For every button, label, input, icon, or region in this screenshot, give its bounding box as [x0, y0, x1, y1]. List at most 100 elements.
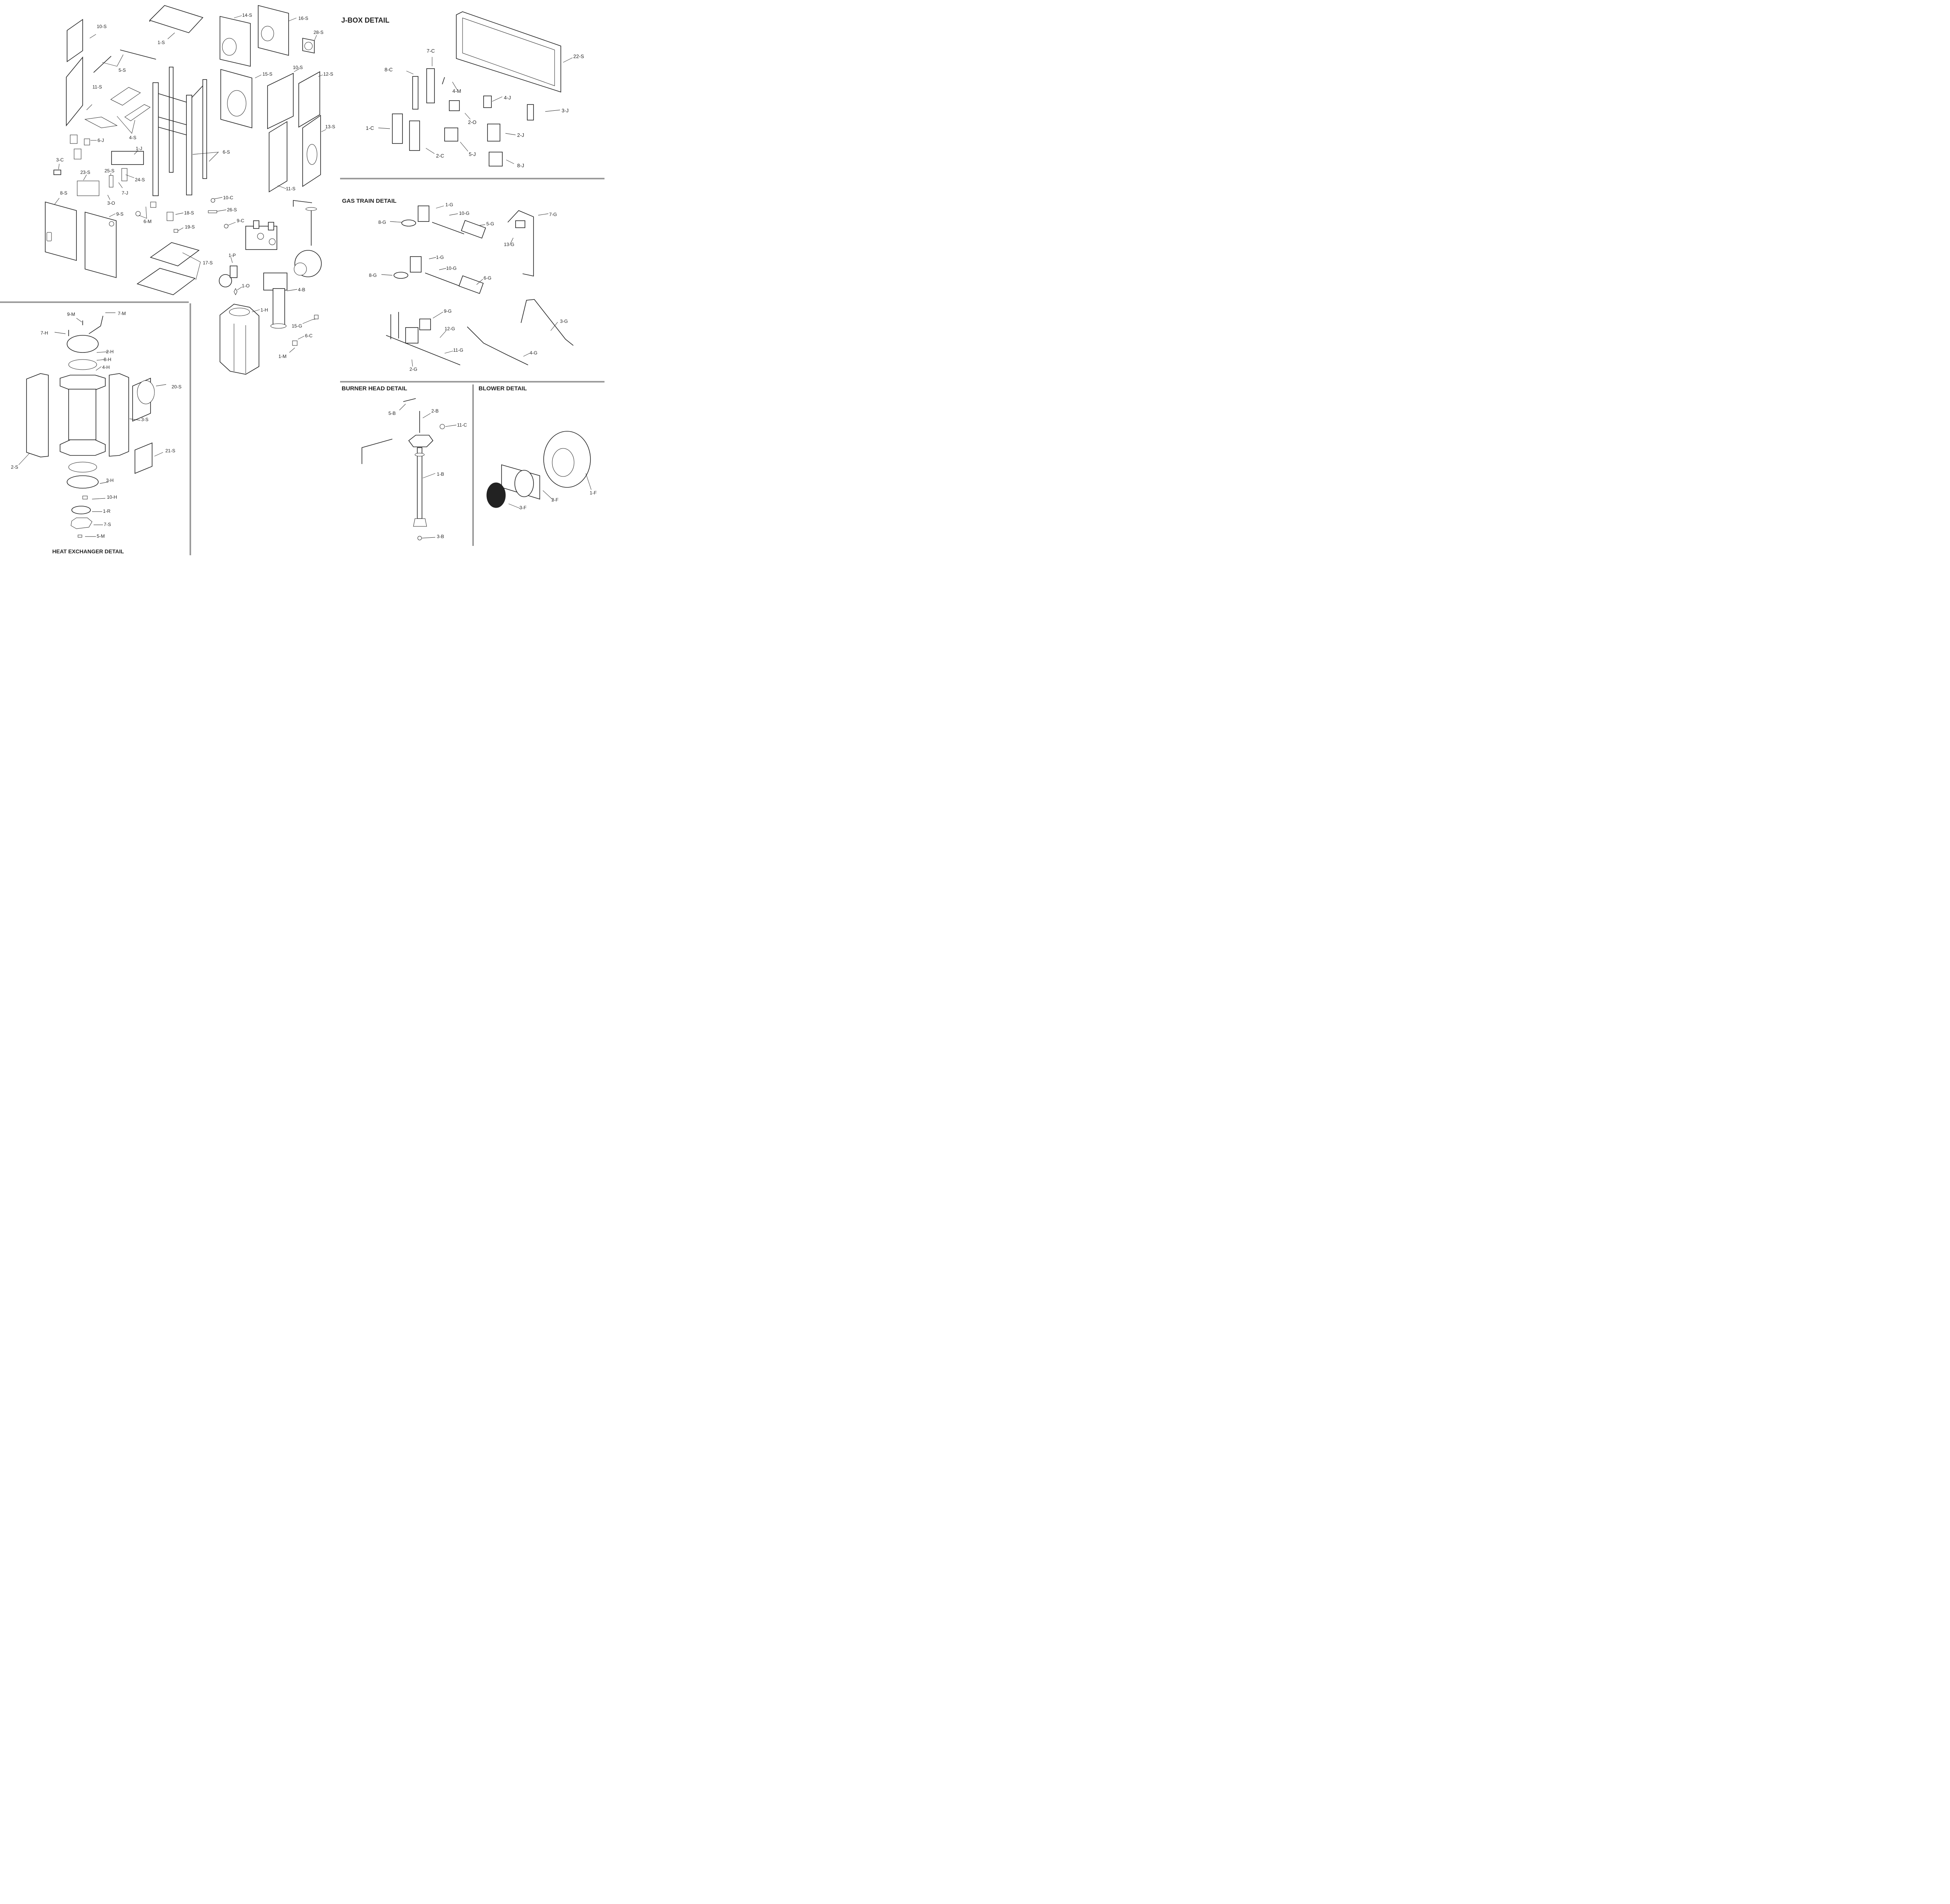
part-4-H [60, 375, 106, 456]
part-label: 1-S [158, 40, 165, 45]
part-label: 1-O [242, 283, 250, 289]
part-label: 2-C [436, 153, 444, 159]
part-6-M [135, 211, 141, 216]
part-bracket-lower [74, 149, 82, 159]
part-label: 10-C [223, 195, 234, 200]
part-1-B-tube [417, 447, 422, 519]
part-4-B [263, 273, 287, 329]
part-25-S [109, 175, 113, 188]
part-label: 9-G [444, 308, 452, 314]
divider-jbox-gas [340, 178, 604, 179]
part-3-H [67, 475, 99, 489]
part-label: 1-B [437, 471, 444, 477]
part-label: 11-S [286, 186, 296, 191]
part-gasket-lower [68, 462, 97, 473]
part-1-P [219, 266, 238, 287]
part-label: 4-J [504, 95, 511, 101]
part-3-J [527, 104, 534, 120]
part-2-F-adapter [501, 464, 540, 500]
part-5-B [403, 398, 416, 402]
part-label: 25-S [105, 168, 115, 174]
part-label: 8-H [104, 357, 112, 362]
part-label: 4-M [452, 88, 461, 94]
part-1-F-blower [543, 431, 591, 488]
part-4-G-harness [467, 326, 528, 365]
part-4-S-bracket-2 [124, 104, 151, 121]
part-bracket-6-J [70, 135, 78, 144]
part-10-H [82, 496, 88, 499]
part-label: 10-G [459, 211, 470, 216]
part-label: 20-S [172, 384, 182, 390]
part-8-H [68, 359, 97, 370]
part-label: 7-G [549, 212, 557, 217]
part-burner-plate [408, 435, 434, 447]
part-label: 7-H [41, 330, 48, 336]
part-label: 24-S [135, 177, 145, 182]
part-label: 15-S [262, 71, 273, 77]
part-label: 3-G [560, 319, 568, 324]
divider-gas-burner [340, 381, 604, 383]
part-label: 3-S [141, 417, 149, 422]
part-label: 8-C [385, 67, 393, 73]
part-3-S-shroud [109, 373, 129, 457]
part-label: 6-M [144, 219, 152, 224]
section-title-gas-train: GAS TRAIN DETAIL [342, 198, 397, 204]
part-label: 2-H [106, 349, 114, 354]
part-label: 19-S [185, 224, 195, 230]
leader-lines-jbox [378, 57, 573, 164]
part-13-S-panel [302, 115, 321, 187]
part-label: 8-S [60, 190, 67, 196]
part-6-C [292, 340, 298, 346]
part-label: 21-S [165, 448, 176, 453]
part-5-S-rail [120, 50, 156, 60]
part-label: 6-G [484, 275, 492, 281]
part-label: 5-S [119, 67, 126, 73]
part-label: 9-C [237, 218, 245, 223]
part-label: 1-F [590, 490, 597, 496]
part-label: 6-C [305, 333, 313, 338]
part-label: 3-F [519, 505, 526, 510]
part-label: 1-H [261, 307, 268, 313]
part-label: 7-J [122, 190, 128, 196]
part-10-S-side-panel [67, 19, 83, 62]
part-label: 2-O [468, 119, 477, 125]
part-6-S-frame [152, 67, 207, 196]
part-2-H [67, 335, 99, 353]
part-label: 3-O [107, 200, 115, 206]
part-label: 10-H [107, 494, 117, 500]
part-label: 8-J [517, 163, 525, 168]
part-8-C-board [412, 76, 418, 110]
part-11-S-side-panel [66, 56, 83, 127]
part-1-S-top-cover [149, 5, 204, 33]
part-gas-valve-assembly-1 [401, 205, 486, 239]
part-label: 1-R [103, 508, 111, 514]
part-label: 28-S [314, 30, 324, 35]
part-label: 3-H [106, 478, 114, 483]
part-label: 9-S [116, 211, 124, 217]
part-label: 2-S [11, 464, 18, 470]
part-label: 4-H [102, 365, 110, 370]
part-label: 10-S [293, 65, 303, 70]
part-label: 1-G [445, 202, 454, 207]
part-gas-train-assembly [245, 220, 277, 250]
part-gas-valve-assembly-2 [394, 256, 484, 294]
part-12-S-panel [298, 71, 320, 128]
part-label: 1-G [436, 255, 444, 260]
part-17-S-base-top [150, 242, 200, 266]
part-label: 13-S [325, 124, 335, 129]
part-13-G-valve [515, 220, 525, 228]
part-7-M [89, 315, 103, 334]
part-8-J [489, 152, 503, 166]
part-label: 11-G [453, 347, 463, 353]
part-label: 14-S [242, 12, 252, 18]
part-19-S [174, 229, 178, 233]
part-5-M [78, 535, 82, 538]
part-label: 6-S [223, 149, 230, 155]
part-9-C [224, 224, 229, 228]
part-label: 5-J [469, 151, 476, 157]
part-label: 16-S [298, 16, 308, 21]
part-label: 3-C [56, 157, 64, 163]
part-label: 3-J [562, 108, 569, 113]
part-14-S-panel [220, 16, 251, 67]
divider-hx-right [190, 303, 191, 555]
